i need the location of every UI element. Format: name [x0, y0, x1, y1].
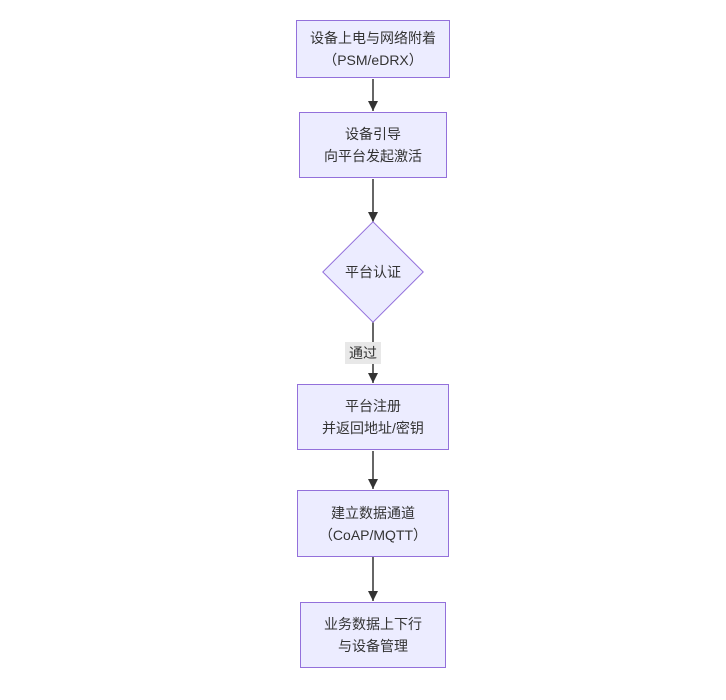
- node-register: 平台注册 并返回地址/密钥: [297, 384, 449, 450]
- node-business-data-line2: 与设备管理: [338, 638, 408, 654]
- edge-label-pass: 通过: [345, 342, 381, 364]
- node-bootstrap: 设备引导 向平台发起激活: [299, 112, 447, 178]
- node-data-channel-line2: （CoAP/MQTT）: [318, 526, 428, 543]
- node-data-channel-line1: 建立数据通道: [331, 504, 415, 521]
- node-business-data: 业务数据上下行 与设备管理: [300, 602, 446, 668]
- node-data-channel: 建立数据通道 （CoAP/MQTT）: [297, 490, 449, 557]
- node-register-line1: 平台注册: [345, 398, 401, 414]
- node-power-attach-line1: 设备上电与网络附着: [310, 30, 436, 46]
- node-platform-auth-label: 平台认证: [345, 264, 401, 280]
- node-power-attach: 设备上电与网络附着 （PSM/eDRX）: [296, 20, 450, 78]
- node-business-data-line1: 业务数据上下行: [324, 616, 422, 632]
- node-power-attach-line2: （PSM/eDRX）: [323, 52, 423, 68]
- node-register-line2: 并返回地址/密钥: [322, 420, 424, 436]
- node-bootstrap-line1: 设备引导: [345, 126, 401, 142]
- node-bootstrap-line2: 向平台发起激活: [324, 148, 422, 164]
